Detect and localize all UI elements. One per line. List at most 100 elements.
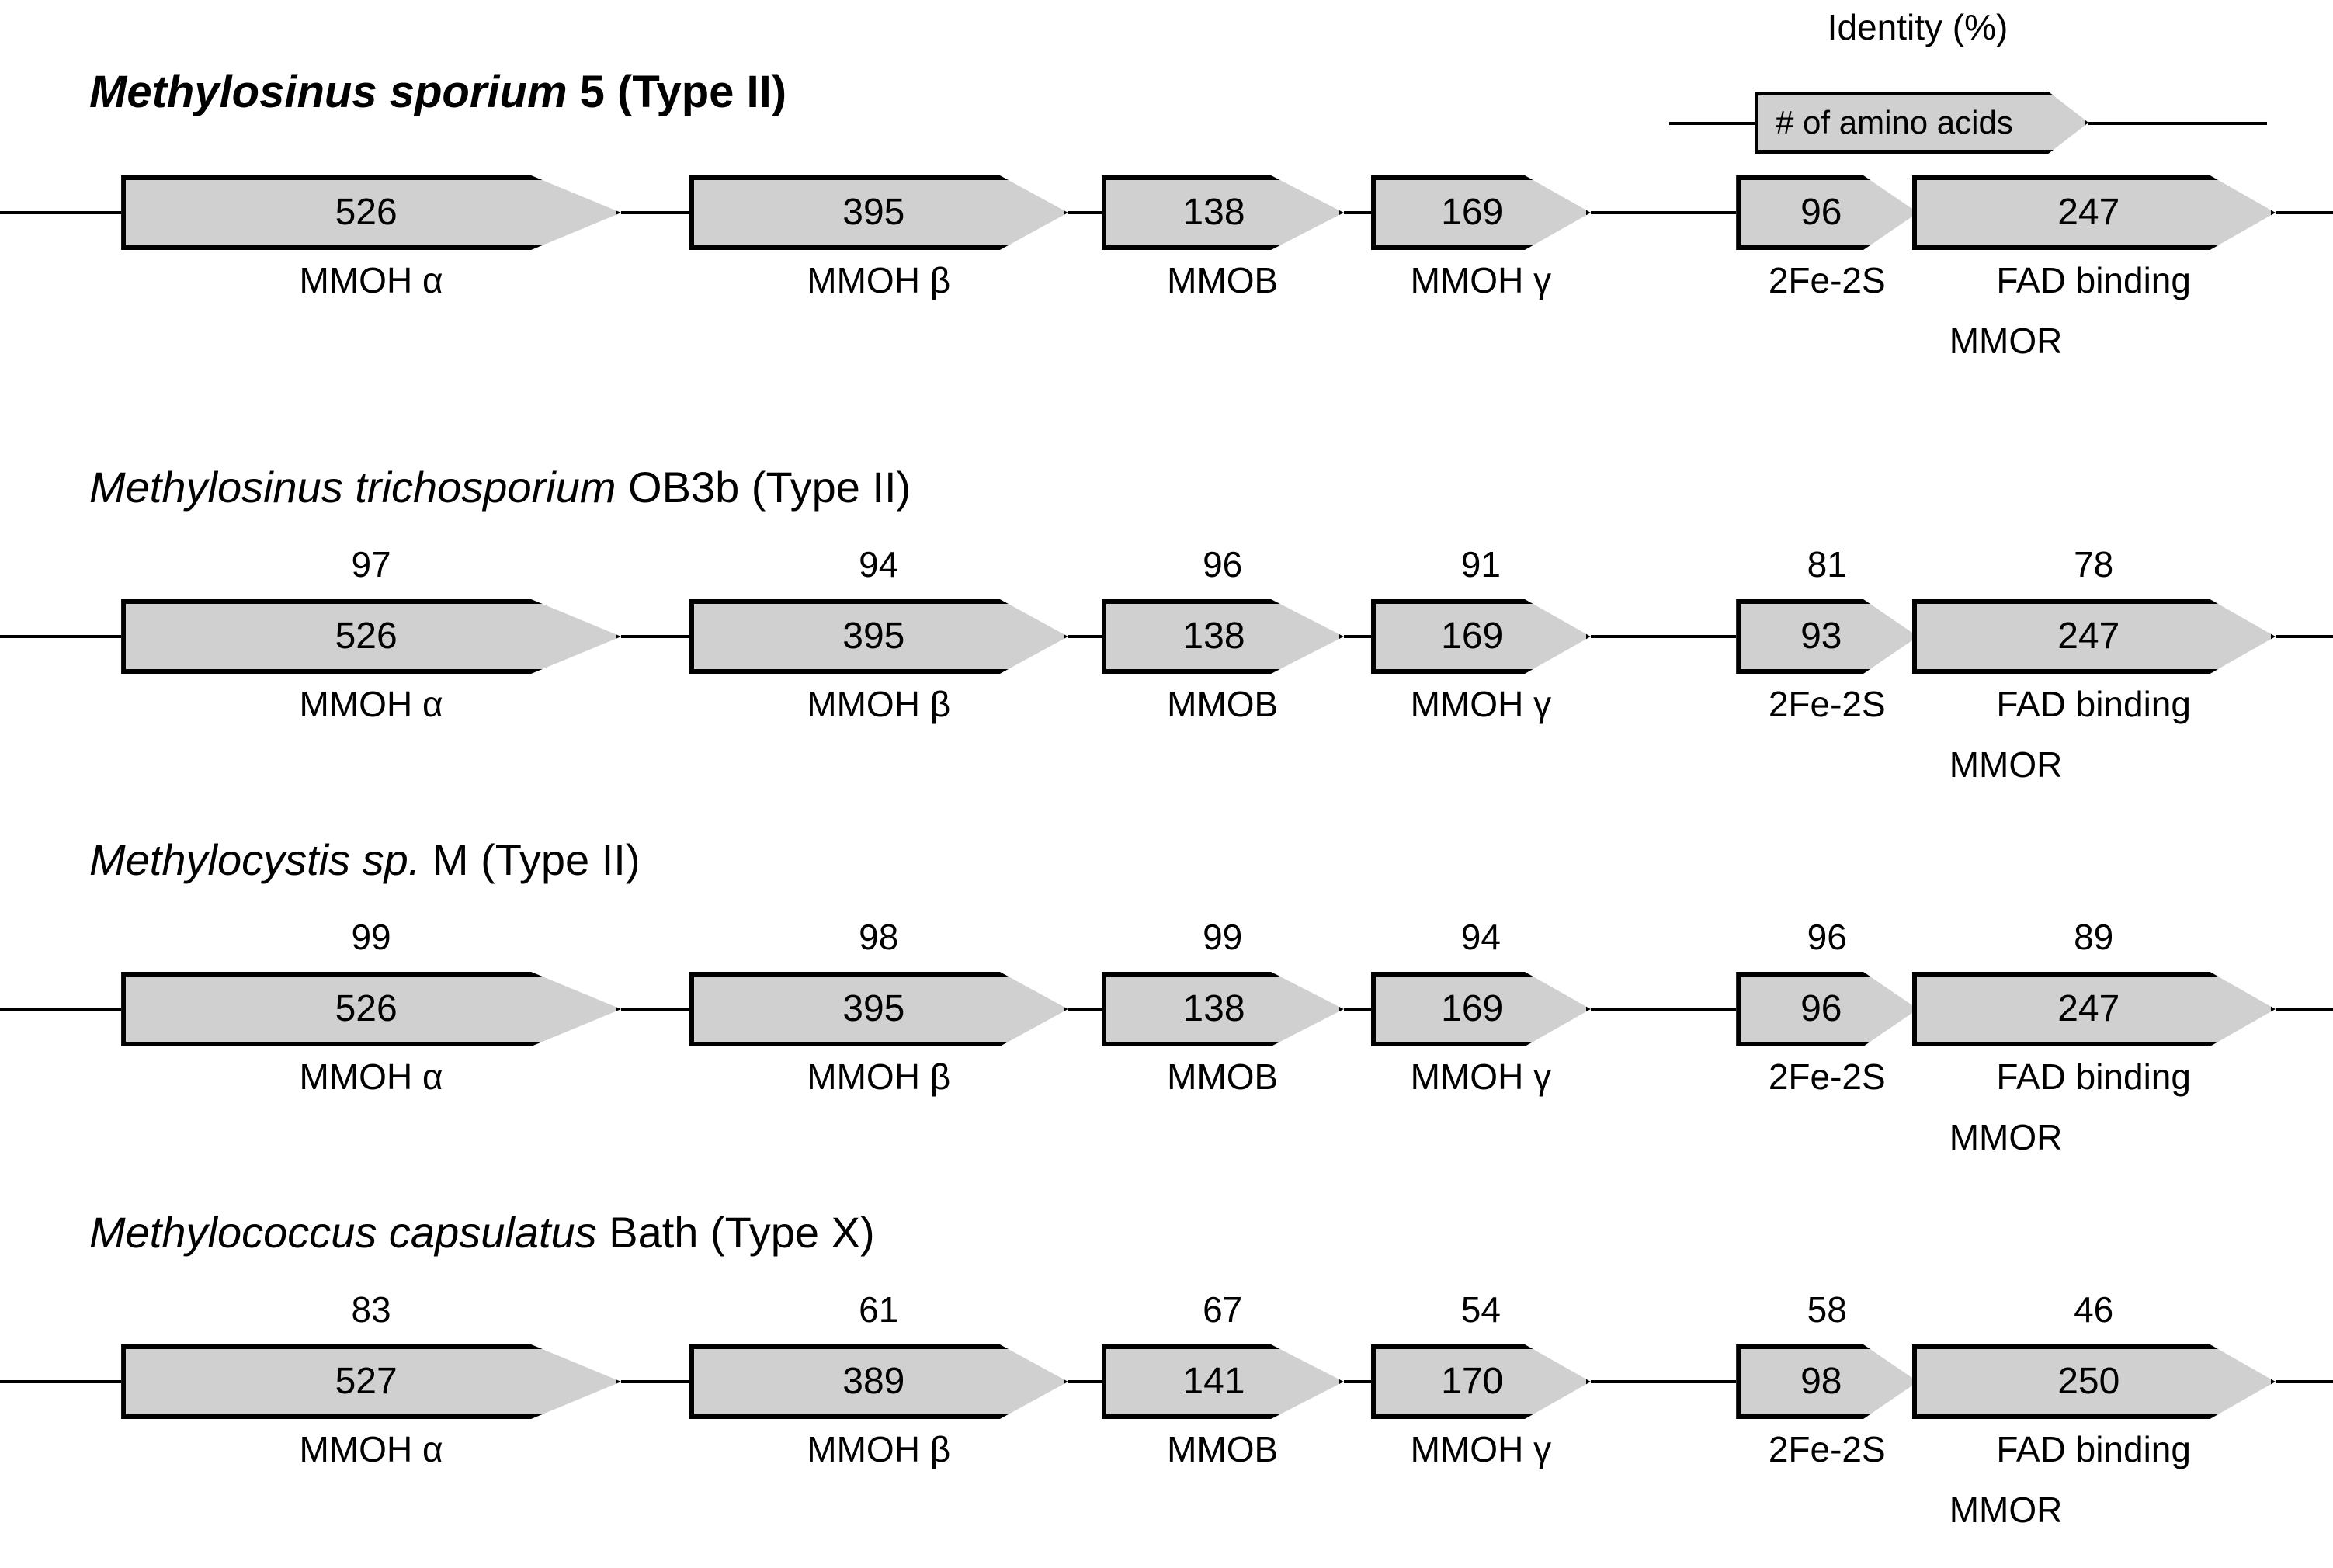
legend-gene-arrow: # of amino acids bbox=[1755, 92, 2088, 154]
gene-amino-acid-count: 247 bbox=[2057, 192, 2120, 233]
gene-identity-percent: 81 bbox=[1807, 544, 1847, 585]
gene-arrow: 526 bbox=[121, 972, 622, 1046]
gene-identity-percent: 46 bbox=[2074, 1289, 2114, 1330]
legend-arrow-label: # of amino acids bbox=[1776, 104, 2013, 140]
gene-amino-acid-count: 141 bbox=[1182, 1361, 1245, 1402]
species-strain-type: Bath (Type X) bbox=[596, 1208, 875, 1257]
gene-arrow: 169 bbox=[1370, 972, 1591, 1046]
gene-amino-acid-count: 170 bbox=[1441, 1361, 1504, 1402]
gene-label: MMOH β bbox=[807, 684, 951, 724]
gene-label: 2Fe-2S bbox=[1768, 1056, 1886, 1097]
gene-arrow: 169 bbox=[1370, 599, 1591, 674]
gene-amino-acid-count: 247 bbox=[2057, 616, 2120, 657]
gene-connector-line bbox=[1590, 635, 1737, 638]
gene-identity-percent: 96 bbox=[1807, 917, 1847, 957]
gene-identity-percent: 78 bbox=[2074, 544, 2114, 585]
species-title: Methylosinus trichosporium OB3b (Type II… bbox=[89, 466, 911, 509]
gene-amino-acid-count: 98 bbox=[1800, 1361, 1842, 1402]
species-title: Methylosinus sporium 5 (Type II) bbox=[89, 70, 786, 115]
gene-amino-acid-count: 247 bbox=[2057, 988, 2120, 1029]
gene-connector-line bbox=[1068, 211, 1102, 214]
gene-label: MMOB bbox=[1167, 684, 1279, 724]
gene-amino-acid-count: 527 bbox=[335, 1361, 398, 1402]
gene-arrow: 247 bbox=[1911, 972, 2276, 1046]
gene-label: MMOH β bbox=[807, 1056, 951, 1097]
gene-connector-line bbox=[1068, 1008, 1102, 1011]
species-block: Methylococcus capsulatus Bath (Type X) 52… bbox=[0, 1211, 2333, 1528]
legend-identity-label: Identity (%) bbox=[1827, 7, 2008, 47]
gene-connector-line bbox=[2275, 635, 2333, 638]
gene-label: FAD binding bbox=[1996, 684, 2191, 724]
gene-amino-acid-count: 395 bbox=[842, 988, 905, 1029]
gene-label: MMOB bbox=[1167, 1056, 1279, 1097]
gene-connector-line bbox=[621, 1008, 689, 1011]
gene-arrow: 250 bbox=[1911, 1344, 2276, 1419]
species-block: Methylosinus trichosporium OB3b (Type II… bbox=[0, 466, 2333, 782]
gene-connector-line bbox=[1590, 1380, 1737, 1383]
gene-label: 2Fe-2S bbox=[1768, 684, 1886, 724]
species-strain-type: 5 (Type II) bbox=[567, 67, 787, 117]
gene-identity-percent: 61 bbox=[859, 1289, 899, 1330]
gene-connector-line bbox=[1343, 1380, 1371, 1383]
gene-identity-percent: 96 bbox=[1203, 544, 1243, 585]
legend: Identity (%) # of amino acids bbox=[1669, 0, 2267, 186]
gene-connector-line bbox=[1068, 1380, 1102, 1383]
gene-connector-line bbox=[1343, 211, 1371, 214]
gene-amino-acid-count: 250 bbox=[2057, 1361, 2120, 1402]
gene-label: MMOH γ bbox=[1410, 1429, 1552, 1469]
gene-connector-line bbox=[1590, 1008, 1737, 1011]
gene-amino-acid-count: 96 bbox=[1800, 192, 1842, 233]
legend-gene-row: # of amino acids bbox=[1669, 92, 2267, 154]
gene-arrow: 96 bbox=[1736, 175, 1918, 250]
gene-label: MMOH α bbox=[299, 260, 443, 300]
gene-amino-acid-count: 395 bbox=[842, 616, 905, 657]
gene-connector-line bbox=[1590, 211, 1737, 214]
gene-label: MMOH β bbox=[807, 1429, 951, 1469]
species-strain-type: M (Type II) bbox=[420, 835, 641, 884]
gene-connector-line bbox=[621, 1380, 689, 1383]
gene-amino-acid-count: 169 bbox=[1441, 192, 1504, 233]
gene-amino-acid-count: 526 bbox=[335, 192, 398, 233]
gene-identity-percent: 98 bbox=[859, 917, 899, 957]
gene-arrow: 96 bbox=[1736, 972, 1918, 1046]
gene-label: MMOH α bbox=[299, 1056, 443, 1097]
gene-amino-acid-count: 138 bbox=[1182, 616, 1245, 657]
gene-identity-percent: 83 bbox=[351, 1289, 391, 1330]
gene-label: MMOH α bbox=[299, 1429, 443, 1469]
gene-arrow: 93 bbox=[1736, 599, 1918, 674]
gene-connector-line bbox=[1068, 635, 1102, 638]
gene-amino-acid-count: 169 bbox=[1441, 988, 1504, 1029]
gene-arrow: 138 bbox=[1101, 599, 1344, 674]
gene-label: 2Fe-2S bbox=[1768, 260, 1886, 300]
mmor-group-label: MMOR bbox=[1949, 1490, 2063, 1530]
gene-amino-acid-count: 138 bbox=[1182, 192, 1245, 233]
gene-label: MMOH γ bbox=[1410, 684, 1552, 724]
gene-arrow: 141 bbox=[1101, 1344, 1344, 1419]
gene-arrow: 247 bbox=[1911, 175, 2276, 250]
gene-arrow: 526 bbox=[121, 175, 622, 250]
gene-arrow: 526 bbox=[121, 599, 622, 674]
gene-arrow: 247 bbox=[1911, 599, 2276, 674]
gene-label: FAD binding bbox=[1996, 260, 2191, 300]
gene-label: MMOH γ bbox=[1410, 260, 1552, 300]
gene-amino-acid-count: 526 bbox=[335, 616, 398, 657]
mmor-group-label: MMOR bbox=[1949, 744, 2063, 785]
gene-label: MMOH α bbox=[299, 684, 443, 724]
gene-arrow: 98 bbox=[1736, 1344, 1918, 1419]
species-strain-type: OB3b (Type II) bbox=[616, 463, 911, 512]
gene-arrow: 138 bbox=[1101, 972, 1344, 1046]
gene-arrow: 395 bbox=[689, 599, 1068, 674]
gene-label: FAD binding bbox=[1996, 1056, 2191, 1097]
gene-arrow: 527 bbox=[121, 1344, 622, 1419]
gene-label: 2Fe-2S bbox=[1768, 1429, 1886, 1469]
species-scientific-name: Methylococcus capsulatus bbox=[89, 1208, 597, 1257]
gene-connector-line bbox=[0, 1380, 122, 1383]
species-title: Methylococcus capsulatus Bath (Type X) bbox=[89, 1211, 875, 1254]
gene-connector-line bbox=[621, 211, 689, 214]
gene-arrow: 389 bbox=[689, 1344, 1068, 1419]
mmor-group-label: MMOR bbox=[1949, 1117, 2063, 1157]
species-scientific-name: Methylocystis sp. bbox=[89, 835, 421, 884]
gene-arrow: 395 bbox=[689, 175, 1068, 250]
